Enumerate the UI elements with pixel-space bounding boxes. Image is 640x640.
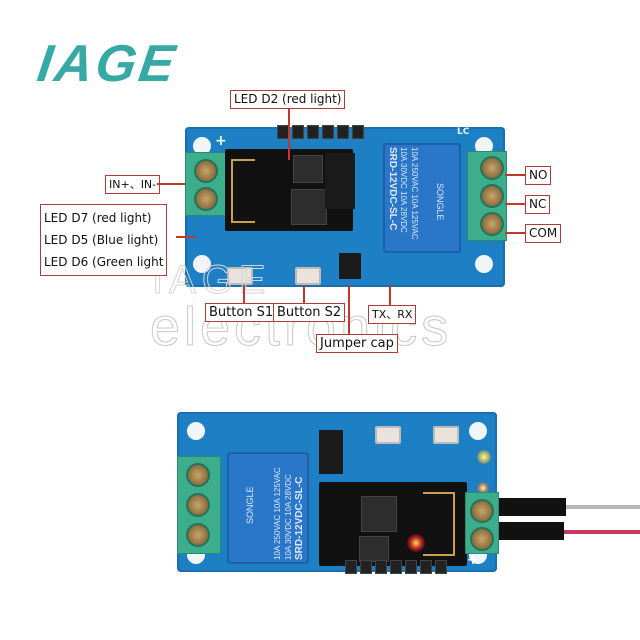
relay-brand: SONGLE [245,486,255,524]
pin-header [277,125,364,139]
screw [480,184,504,208]
watermark-brand: IAGE [152,258,272,303]
relay-board-top: + LC 10A 250VAC 10A 125VAC 10A 30VDC 10A… [185,125,507,287]
wifi-antenna [231,159,255,223]
relay: 10A 250VAC 10A 125VAC 10A 30VDC 10A 28VD… [383,143,461,253]
leader-line [505,174,525,176]
relay-brand: SONGLE [435,183,445,221]
mount-hole [193,137,211,155]
relay-rating-1: 10A 250VAC 10A 125VAC [410,147,419,240]
leader-line [348,285,350,335]
jumper-block [339,253,361,279]
screw [480,212,504,236]
leader-line [157,183,185,185]
silk-plus: + [215,133,227,149]
wifi-antenna [423,492,455,556]
label-button-s2: Button S2 [273,303,346,322]
label-jumper-cap: Jumper cap [316,334,398,353]
silk-plus: + [467,552,479,568]
silk-lc: LC [457,127,470,137]
wire-gray [560,505,640,509]
label-input: IN+、IN- [105,175,161,194]
flash-chip [293,155,323,183]
screw [480,156,504,180]
screw [194,159,218,183]
label-led-d5: LED D5 (Blue light) [44,233,159,247]
output-terminal [177,456,221,554]
label-led-d6: LED D6 (Green light [44,255,164,269]
dupont-plug [498,498,566,516]
leader-line [303,285,305,303]
button-s2[interactable] [295,267,321,285]
screw [470,499,494,523]
input-terminal [465,492,499,554]
relay-board-bottom: 10A 250VAC 10A 125VAC 10A 30VDC 10A 28VD… [177,412,499,574]
wire-red [555,530,640,534]
label-leds: LED D7 (red light) LED D5 (Blue light) L… [40,204,168,276]
esp8266-chip [291,189,327,225]
screw [186,493,210,517]
relay-rating-1: 10A 250VAC 10A 125VAC [273,467,282,560]
mount-hole [475,255,493,273]
mount-hole [193,255,211,273]
leader-line [505,203,525,205]
leader-line [288,108,290,160]
screw [194,187,218,211]
input-terminal [185,152,227,216]
screw [186,523,210,547]
module-socket [325,153,355,209]
leader-line [243,285,245,303]
label-no: NO [525,166,552,185]
screw [470,527,494,551]
pin-header [345,560,447,574]
screw [186,463,210,487]
relay-rating-2: 10A 30VDC 10A 28VDC [399,147,408,233]
jumper-block [319,430,343,474]
status-led-glow [477,450,491,464]
led-d2-glow [407,534,425,552]
esp8266-chip [361,496,397,532]
button-s1[interactable] [227,267,253,285]
mount-hole [475,137,493,155]
relay-model: SRD-12VDC-SL-C [387,147,398,231]
leader-line [505,232,525,234]
label-led-d2: LED D2 (red light) [230,90,346,109]
label-led-d7: LED D7 (red light) [44,211,152,225]
button-s2[interactable] [375,426,401,444]
label-tx-rx: TX、RX [368,305,417,324]
relay: 10A 250VAC 10A 125VAC 10A 30VDC 10A 28VD… [227,452,309,564]
label-button-s1: Button S1 [205,303,278,322]
brand-logo: IAGE [33,35,182,93]
dupont-plug [498,522,564,540]
relay-rating-2: 10A 30VDC 10A 28VDC [284,474,293,560]
label-com: COM [525,224,562,243]
label-nc: NC [525,195,551,214]
status-led-glow [477,482,489,494]
leader-line [389,285,391,305]
output-terminal [467,151,507,241]
flash-chip [359,536,389,562]
leader-line [176,236,196,238]
esp-01-module [319,482,467,566]
relay-model: SRD-12VDC-SL-C [294,476,305,560]
mount-hole [187,422,205,440]
button-s1[interactable] [433,426,459,444]
mount-hole [469,422,487,440]
